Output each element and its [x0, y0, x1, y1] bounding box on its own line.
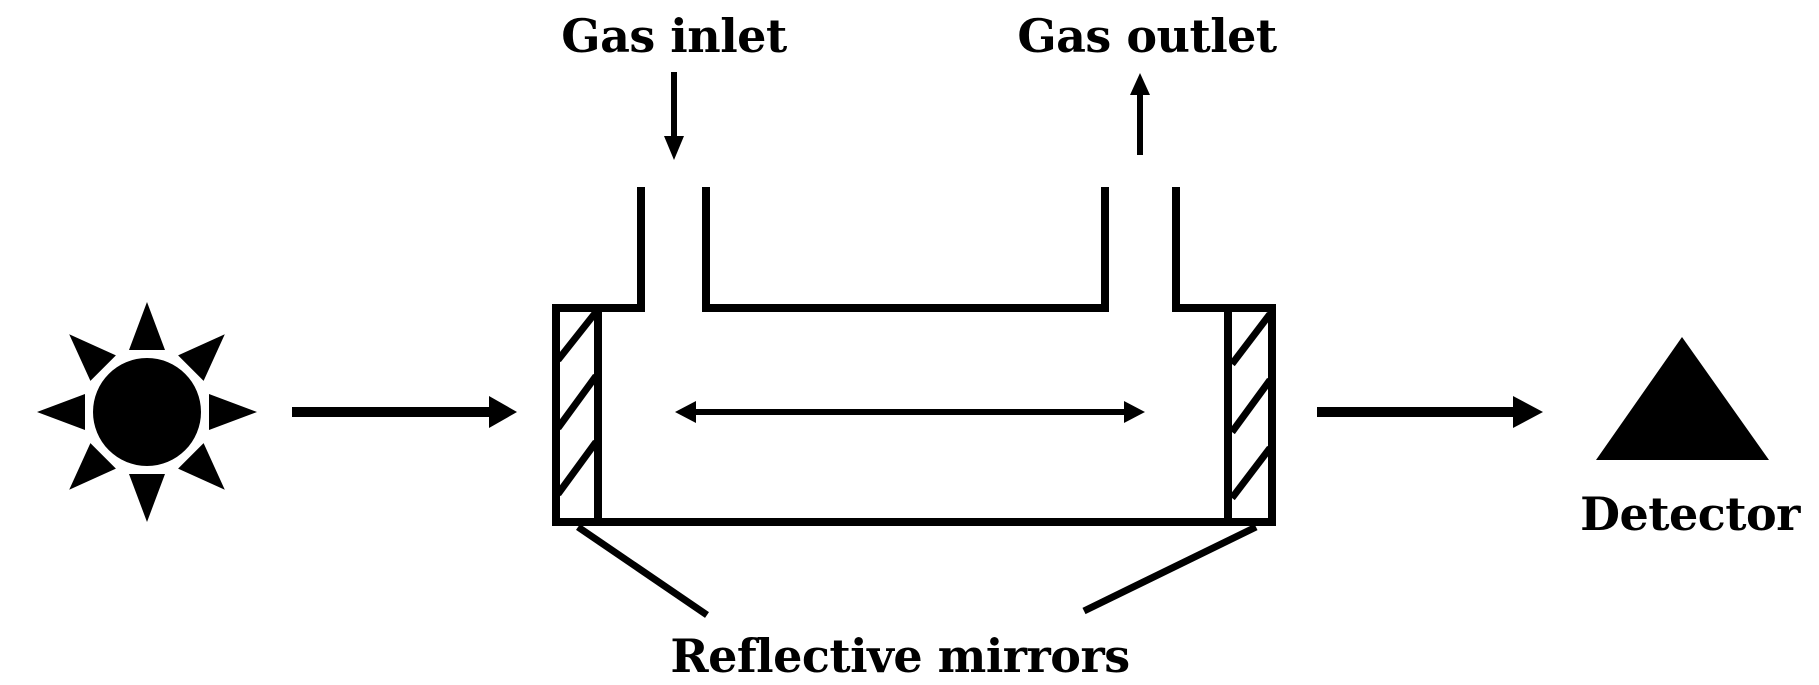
right-mirror: [1224, 308, 1273, 522]
sun-ray: [178, 334, 225, 381]
sun-ray: [129, 474, 165, 522]
gas-outlet-label: Gas outlet: [1017, 9, 1278, 63]
beam-in-arrow: [292, 396, 517, 428]
mirror-pointer-left: [576, 524, 709, 618]
sun-icon: [37, 302, 257, 522]
gas-inlet-arrow: [664, 72, 684, 160]
triangle-detector-icon: [1596, 337, 1769, 460]
multipass-double-arrow: [675, 401, 1145, 423]
sun-ray: [37, 394, 85, 430]
mirror-pointer-right: [1082, 523, 1258, 615]
left-mirror: [555, 308, 602, 522]
gas-outlet-arrow: [1130, 73, 1150, 155]
sun-ray: [178, 443, 225, 490]
sun-ray: [129, 302, 165, 350]
gas-cell: [552, 187, 1276, 526]
reflective-mirrors-label: Reflective mirrors: [670, 629, 1129, 683]
gas-inlet-label: Gas inlet: [561, 9, 788, 63]
detector-label: Detector: [1580, 487, 1801, 541]
beam-out-arrow: [1317, 396, 1543, 428]
sun-ray: [69, 334, 116, 381]
sun-ray: [209, 394, 257, 430]
sun-ray: [69, 443, 116, 490]
